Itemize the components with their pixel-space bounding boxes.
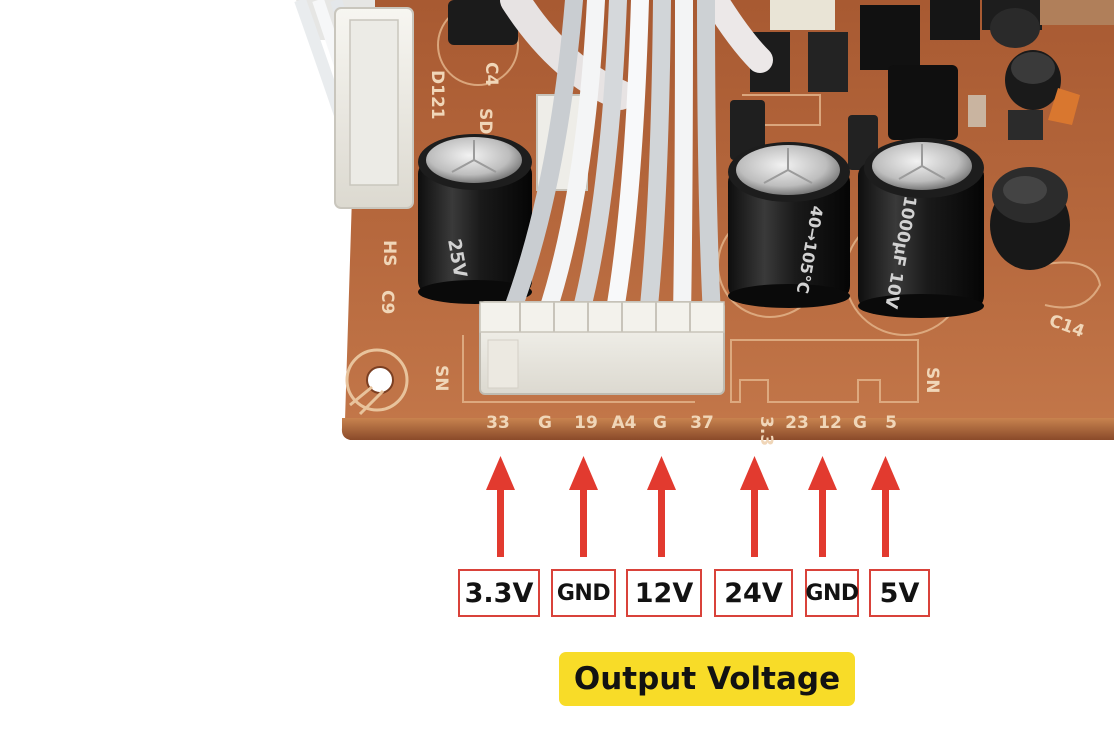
silkscreen-text: C9 HS C4 D121 SD8 C14 SN SN 33 G 19 A4 G…	[377, 62, 1087, 446]
output-label-3-3v: 3.3V	[458, 569, 540, 617]
pin-12: 12	[818, 413, 842, 433]
designator-sn-left: SN	[431, 365, 451, 391]
designator-c4: C4	[481, 62, 501, 86]
pin-3-3: 3.3	[756, 416, 776, 446]
designator-hs: HS	[379, 240, 399, 266]
designator-c9: C9	[377, 290, 397, 314]
pin-5: 5	[885, 413, 897, 433]
pin-33: 33	[486, 413, 510, 433]
designator-sn-right: SN	[922, 367, 942, 393]
arrow-12v	[647, 456, 676, 557]
pin-g-3: G	[853, 413, 867, 433]
output-label-gnd-2: GND	[805, 569, 859, 617]
caption-output-voltage: Output Voltage	[559, 652, 855, 706]
output-label-5v: 5V	[869, 569, 930, 617]
output-label-gnd-1: GND	[551, 569, 616, 617]
pcb-edge	[341, 418, 1114, 440]
side-connector	[294, 0, 414, 209]
mounting-hole	[345, 348, 409, 416]
arrow-gnd-2	[808, 456, 837, 557]
top-components	[448, 0, 1114, 270]
main-connector	[479, 301, 725, 395]
output-label-24v: 24V	[714, 569, 793, 617]
pin-g-1: G	[538, 413, 552, 433]
capacitor-middle: 40→105°C	[728, 142, 850, 308]
capacitor-left: 25V	[418, 134, 532, 304]
pin-g-2: G	[653, 413, 667, 433]
capacitor-right: 1000µF 10V	[858, 138, 984, 318]
arrow-gnd-1	[569, 456, 598, 557]
arrow-5v	[871, 456, 900, 557]
output-label-12v: 12V	[626, 569, 702, 617]
arrow-24v	[740, 456, 769, 557]
designator-d121: D121	[427, 70, 447, 120]
arrow-3-3v	[486, 456, 515, 557]
pin-23: 23	[785, 413, 809, 433]
pin-37: 37	[690, 413, 714, 433]
pin-19: 19	[574, 413, 598, 433]
wire-bundle	[500, 0, 773, 325]
output-arrows	[486, 456, 900, 557]
pin-a4: A4	[612, 413, 637, 433]
